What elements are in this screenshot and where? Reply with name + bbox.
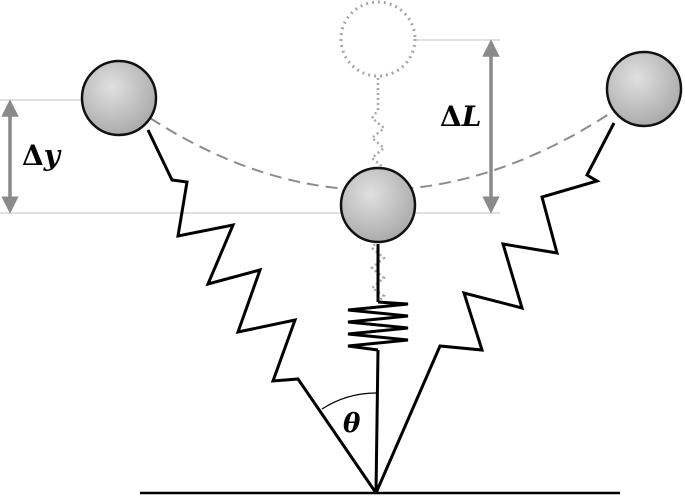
left-ball [80,59,158,137]
right-ball [605,50,683,128]
delta-y-label: Δy [22,139,62,172]
theta-arc [321,392,378,410]
theta-label: θ [343,409,361,439]
center-rod-lower [374,349,380,494]
delta-l-label: ΔL [440,100,481,133]
right-spring [374,122,616,494]
center-ball [339,166,417,244]
ghost-spring-upper [370,78,386,177]
left-spring [146,129,378,494]
swing-arc [149,111,613,191]
center-coil [347,300,409,352]
ghost-ball [339,0,417,78]
